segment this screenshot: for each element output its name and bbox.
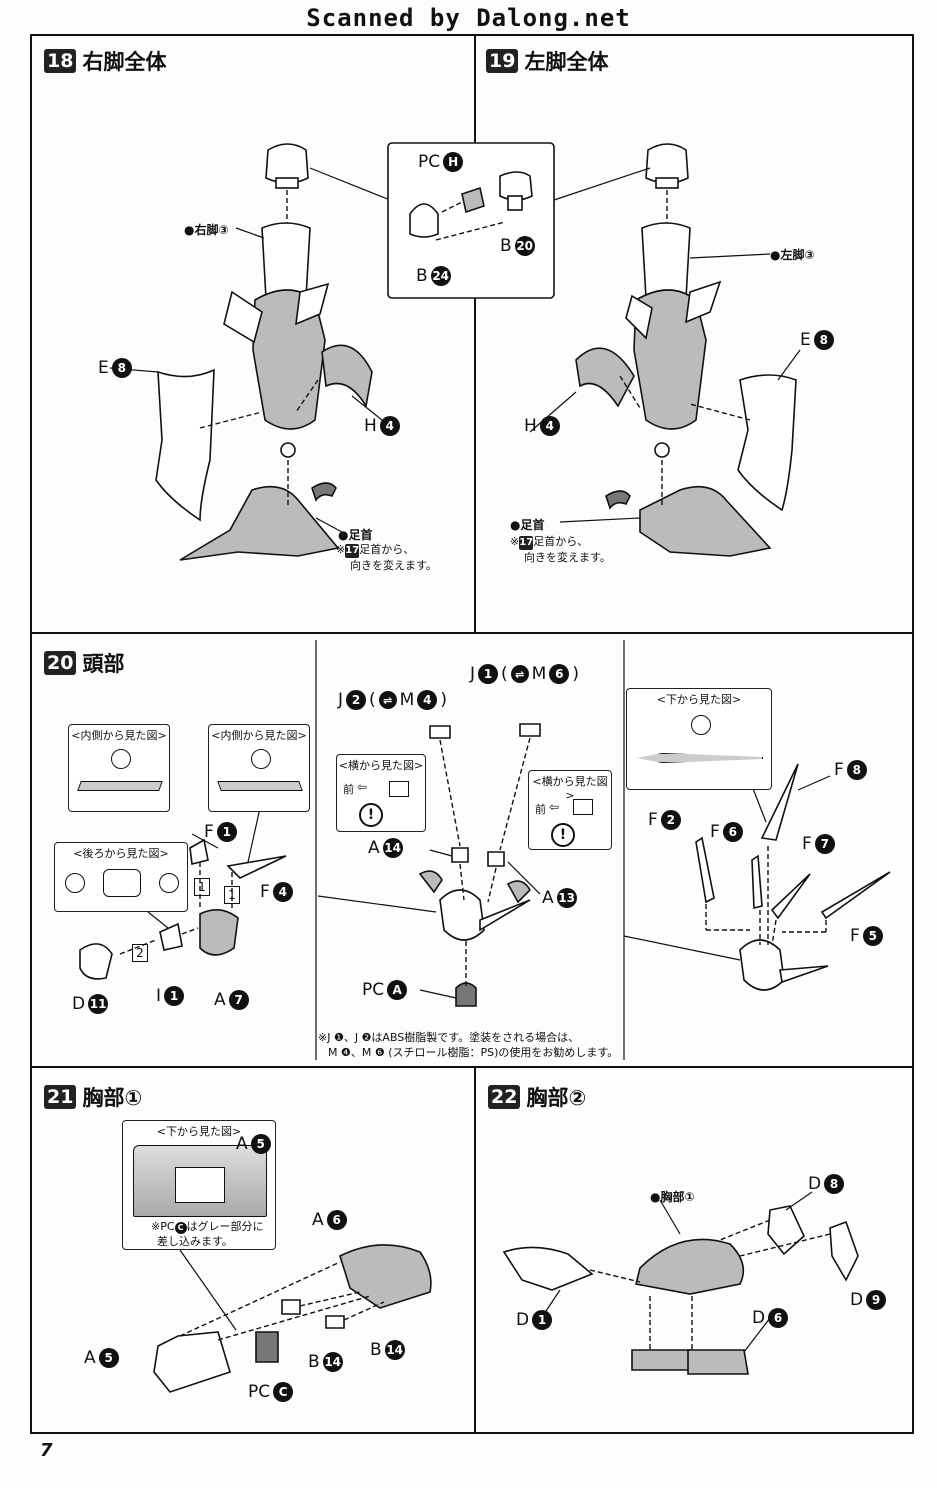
chest-2-drawing: [502, 1191, 859, 1375]
abs-material-note: ※J ❶、J ❷はABS樹脂製です。塗装をされる場合は、 M ❹、M ❻ (スチ…: [318, 1031, 619, 1059]
callout-ankle-left: ●足首: [510, 518, 545, 532]
cut-icon: [65, 873, 85, 893]
step-number: 18: [44, 49, 77, 73]
panel-step-22: [474, 1066, 914, 1434]
head-drawing-left: [79, 807, 287, 980]
part-sketch: [133, 1145, 267, 1217]
view-inside-box-1: <内側から見た図>: [68, 724, 170, 812]
substitute-icon: ⇌: [510, 665, 529, 683]
substitute-icon: ⇌: [378, 691, 397, 709]
right-leg-drawing: [109, 143, 391, 561]
cut-icon: [159, 873, 179, 893]
part-sketch: [389, 781, 409, 797]
step-20-heading: 20 頭部: [44, 648, 124, 678]
note-ankle-left: ※17足首から、 向きを変えます。: [510, 535, 611, 564]
arrow-left-icon: ⇦: [357, 780, 368, 794]
step-badge-1b: 1: [224, 886, 240, 904]
view-back-box: <後ろから見た図>: [54, 842, 188, 912]
step-number: 19: [486, 49, 519, 73]
step-19-heading: 19 左脚全体: [486, 46, 608, 76]
view-below-box-head: <下から見た図>: [626, 688, 772, 790]
step-number: 20: [44, 651, 77, 675]
part-sketch: [573, 799, 593, 815]
head-drawing-center: [317, 723, 541, 1007]
part-sketch: [637, 753, 763, 763]
part-sketch: [77, 781, 163, 791]
callout-left-leg-3: ●左脚③: [770, 248, 815, 262]
part-sketch: [103, 869, 141, 897]
arrow-left-icon: ⇦: [549, 800, 560, 814]
part-sketch: [217, 781, 303, 791]
socket-sketch: [175, 1167, 225, 1203]
step-22-heading: 22 胸部②: [488, 1082, 586, 1112]
front-label: 前: [343, 783, 354, 796]
step-title: 胸部②: [526, 1086, 587, 1110]
step-18-heading: 18 右脚全体: [44, 46, 166, 76]
page-number: 7: [40, 1440, 53, 1461]
chest-1-drawing: [153, 1244, 432, 1393]
step-title: 左脚全体: [524, 50, 609, 74]
step-title: 右脚全体: [82, 50, 167, 74]
scanner-watermark: Scanned by Dalong.net: [306, 4, 631, 32]
step-title: 頭部: [82, 652, 125, 676]
front-label: 前: [535, 803, 546, 816]
cut-icon: [111, 749, 131, 769]
step-number: 21: [44, 1085, 77, 1109]
caution-icon: !: [551, 823, 575, 847]
step-21-heading: 21 胸部①: [44, 1082, 142, 1112]
caution-icon: !: [359, 803, 383, 827]
view-inside-box-2: <内側から見た図>: [208, 724, 310, 812]
callout-right-leg-3: ●右脚③: [184, 223, 229, 237]
head-drawing-right: [623, 763, 891, 991]
step-badge-2: 2: [132, 944, 148, 962]
left-leg-drawing: [529, 143, 801, 557]
callout-ankle-right: ●足首: [338, 528, 373, 542]
cut-icon: [691, 715, 711, 735]
view-side-box-1: <横から見た図> 前 ⇦ !: [336, 754, 426, 832]
pc-inset-drawing: [409, 171, 533, 241]
step-number: 22: [488, 1085, 521, 1109]
cut-icon: [251, 749, 271, 769]
step-badge-1a: 1: [194, 878, 210, 896]
note-ankle-right: ※17足首から、 向きを変えます。: [336, 543, 437, 572]
view-side-box-2: <横から見た図> 前 ⇦ !: [528, 770, 612, 850]
step-title: 胸部①: [82, 1086, 143, 1110]
callout-chest-1: ●胸部①: [650, 1190, 695, 1204]
